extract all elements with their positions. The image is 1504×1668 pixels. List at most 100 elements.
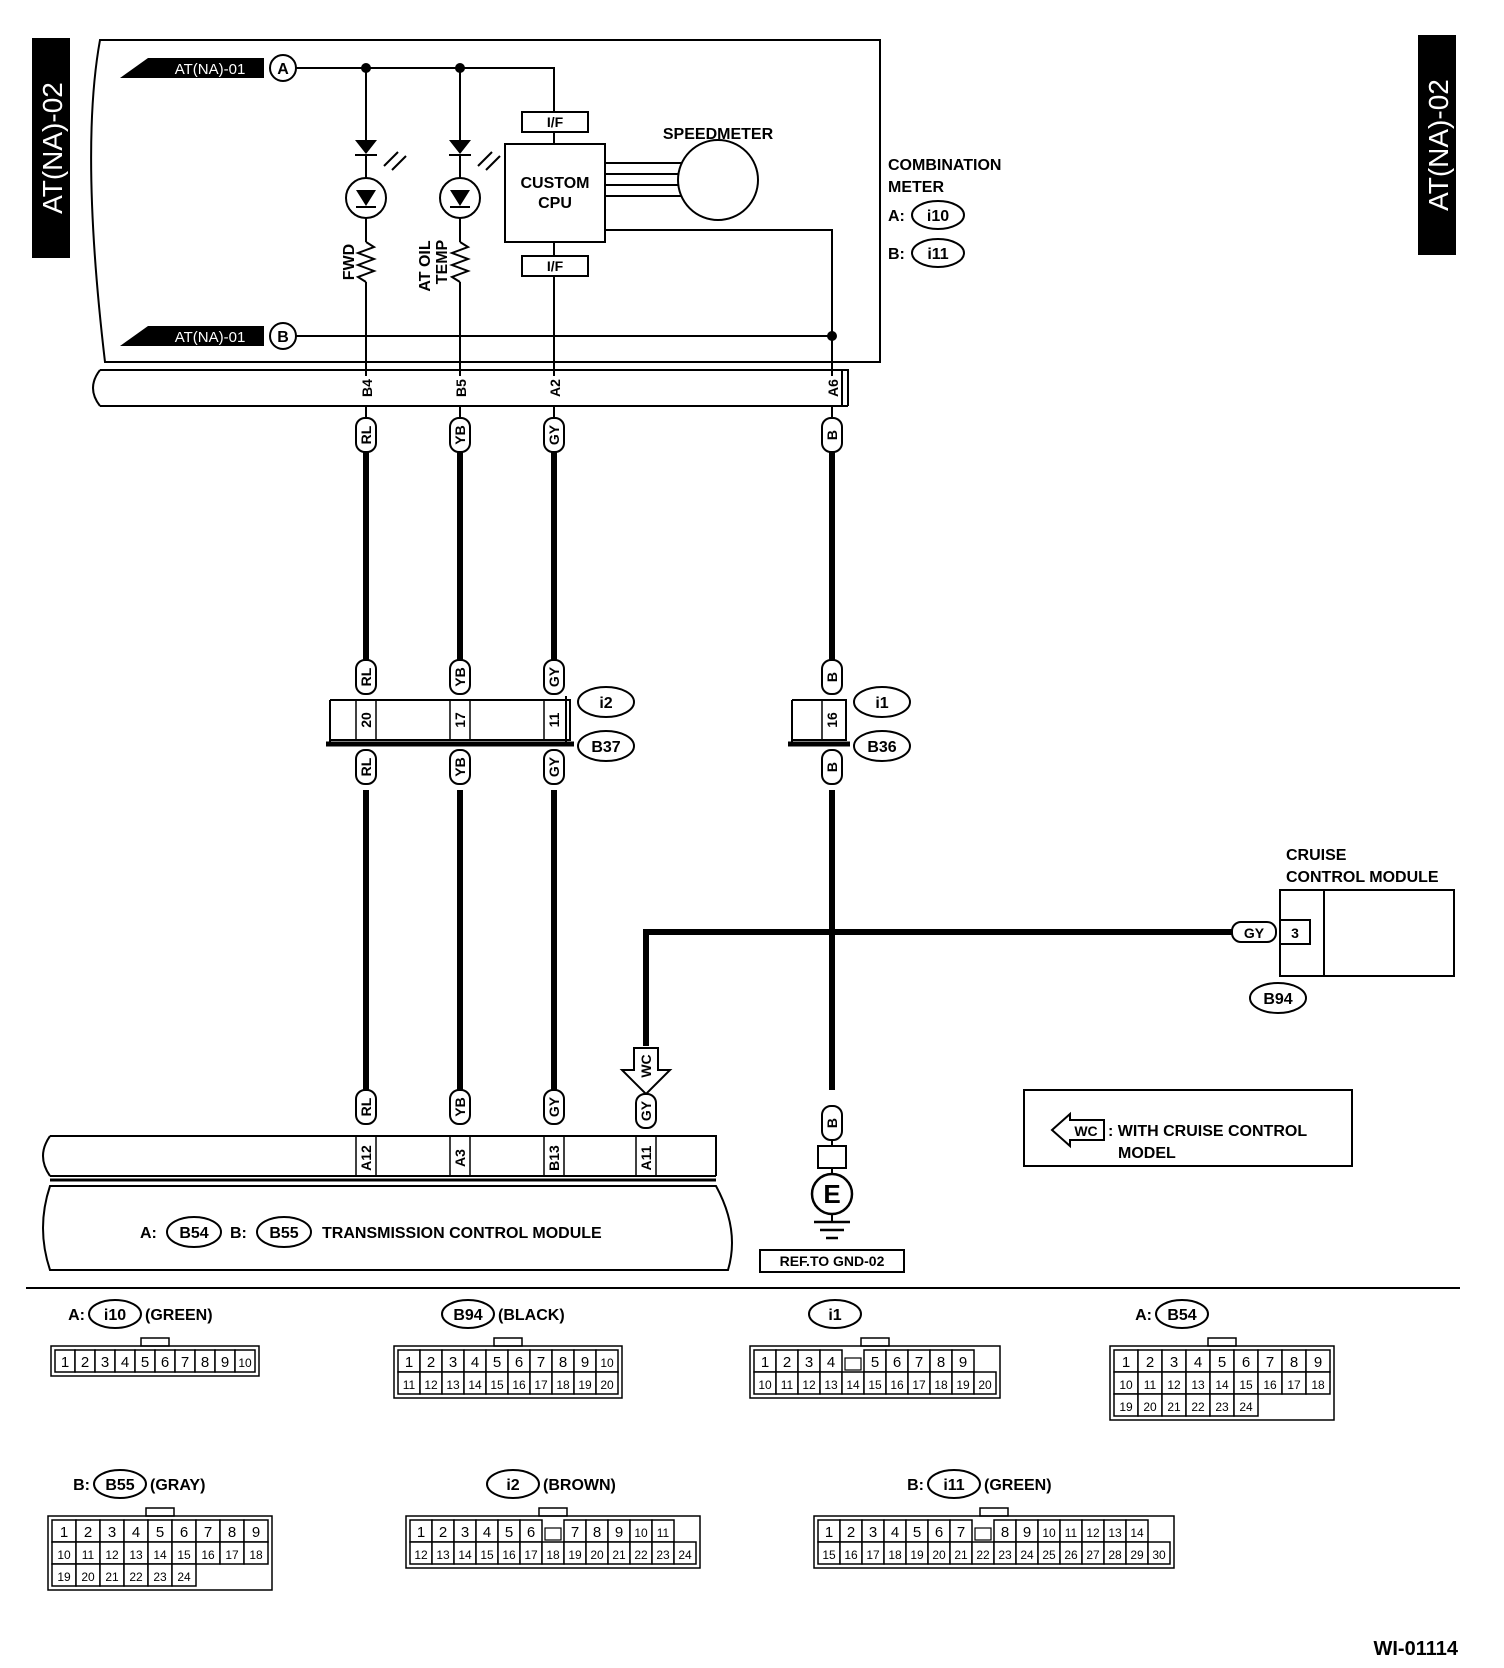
connector-cavity-number: 7 [571,1524,579,1541]
connector-cavity-number: 17 [524,1548,538,1562]
connector-cavity-number: 2 [81,1354,89,1371]
connector-cavity-number: 14 [846,1378,860,1392]
connector-cavity-number: 2 [84,1524,92,1541]
svg-text:B37: B37 [591,739,620,756]
connector-cavity-number: 20 [932,1548,946,1562]
connector-cavity-number: 17 [225,1548,239,1562]
connector-cavity-number: 16 [502,1548,516,1562]
tcm-pin-b13: B13 [546,1145,562,1171]
meter-pin-b5: B5 [453,379,469,397]
connector-cavity-number: 23 [656,1548,670,1562]
joint-connector-i2-b37: RL YB GY 20 17 11 RL YB GY i2 B37 [326,659,635,785]
page-tag-left: AT(NA)-02 [32,38,70,258]
connector-cavity-number: 7 [1266,1354,1274,1371]
connector-cavity-number: 8 [593,1524,601,1541]
connector-view-id: i11 [943,1477,964,1494]
connector-cavity-number: 19 [1119,1400,1133,1414]
connector-cavity-number: 14 [458,1548,472,1562]
connector-cavity-number: 3 [101,1354,109,1371]
connector-cavity-number: 8 [937,1354,945,1371]
connector-cavity-number: 13 [436,1548,450,1562]
meter-connector-pins: B4 B5 A2 A6 [359,379,841,397]
connector-cavity-number: 10 [238,1356,252,1370]
connector-cavity-number: 11 [1065,1526,1078,1540]
connector-cavity-number: 22 [1191,1400,1205,1414]
joint-pin-16: 16 [824,712,840,728]
wire-tags-tcm: RL YB GY GY [355,1089,657,1129]
connector-cavity-number: 3 [805,1354,813,1371]
connector-cavity-number: 19 [578,1378,592,1392]
connector-cavity-number: 30 [1152,1548,1166,1562]
connector-cavity-number: 6 [515,1354,523,1371]
connector-cavity-number: 23 [998,1548,1012,1562]
diagram-id: WI-01114 [1373,1638,1458,1660]
combination-meter-label: COMBINATION METER A: i10 B: i11 [888,157,1001,268]
svg-text:B94: B94 [1263,991,1292,1008]
svg-text:i1: i1 [875,695,888,712]
combination-meter-outline [90,39,881,363]
connector-cavity-number: 8 [228,1524,236,1541]
connector-cavity [973,1371,997,1395]
meter-connector-strip [92,369,849,407]
connector-cavity-number: 29 [1130,1548,1144,1562]
connector-cavity-number: 17 [534,1378,548,1392]
connector-cavity-number: 17 [1287,1378,1301,1392]
offpage-connector-a: AT(NA)-01 A [120,54,297,82]
joint-pin-11: 11 [546,712,562,727]
connector-cavity-number: 4 [121,1354,129,1371]
ground-e: B E REF.TO GND-02 [759,1105,905,1273]
connector-cavity-number: 19 [57,1570,71,1584]
connector-cavity-number: 14 [468,1378,482,1392]
connector-cavity [673,1541,697,1565]
connector-cavity-number: 21 [105,1570,119,1584]
svg-text:RL: RL [358,757,374,776]
svg-text:METER: METER [888,179,944,196]
connector-cavity-number: 22 [129,1570,143,1584]
meter-pin-a6: A6 [825,379,841,397]
connector-cavity-number: 5 [913,1524,921,1541]
svg-text:MODEL: MODEL [1118,1145,1176,1162]
connector-cavity-number: 7 [537,1354,545,1371]
connector-view-prefix: B: [907,1477,924,1494]
connector-cavity-number: 11 [403,1378,416,1392]
connector-cavity [595,1371,619,1395]
svg-text:B: B [824,762,840,772]
connector-cavity-number: 20 [978,1378,992,1392]
connector-cavity-number: 9 [1023,1524,1031,1541]
connector-cavity-number: 16 [201,1548,215,1562]
svg-text:TEMP: TEMP [434,239,451,284]
connector-cavity-number: 4 [1194,1354,1202,1371]
svg-text:RL: RL [358,425,374,444]
connector-cavity-number: 19 [568,1548,582,1562]
connector-cavity-number: 9 [252,1524,260,1541]
tcm-pin-a3: A3 [452,1149,468,1167]
cruise-control-module: CRUISE CONTROL MODULE 3 GY B94 [1231,847,1455,1014]
connector-cavity-number: 2 [427,1354,435,1371]
svg-text:GY: GY [546,666,562,687]
connector-cavity-number: 5 [505,1524,513,1541]
svg-text:i2: i2 [599,695,612,712]
svg-text:YB: YB [452,425,468,444]
connector-cavity-number: 18 [934,1378,948,1392]
tcm-connector-strip: A12 A3 B13 A11 [42,1135,717,1182]
connector-cavity-number: 4 [483,1524,491,1541]
connector-view-id: i1 [828,1307,841,1324]
connector-cavity-number: 3 [449,1354,457,1371]
connector-cavity [1305,1371,1331,1395]
connector-cavity [171,1563,197,1587]
svg-text:COMBINATION: COMBINATION [888,157,1001,174]
connector-cavity-number: 18 [556,1378,570,1392]
connector-cavity-number: 1 [405,1354,413,1371]
connector-cavity-number: 6 [935,1524,943,1541]
svg-text:B: B [824,430,840,440]
connector-cavity-number: 16 [1263,1378,1277,1392]
connector-cavity-number: 5 [141,1354,149,1371]
legend-wc: WC : WITH CRUISE CONTROL MODEL [1023,1089,1353,1167]
svg-text:GY: GY [1244,925,1265,941]
svg-text:I/F: I/F [547,258,564,274]
connector-cavity-number: 2 [847,1524,855,1541]
transmission-control-module: A: B54 B: B55 TRANSMISSION CONTROL MODUL… [42,1185,733,1271]
